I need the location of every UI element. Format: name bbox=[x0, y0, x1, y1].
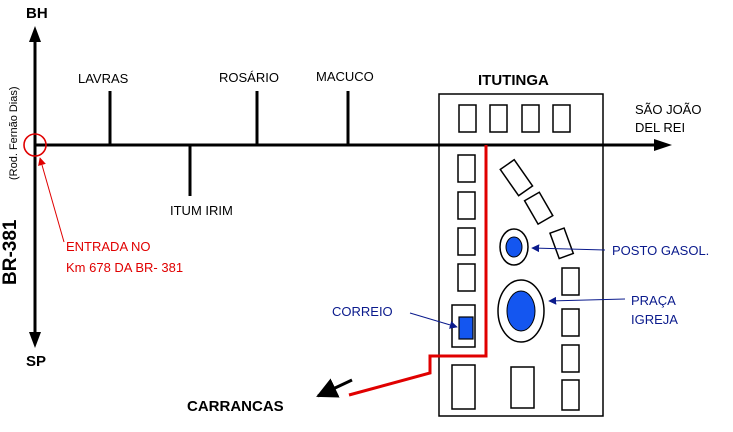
south-arrow-icon bbox=[29, 332, 41, 348]
highway-label: BR-381 bbox=[0, 219, 21, 285]
itum-irim-label: ITUM IRIM bbox=[170, 203, 233, 218]
praca-pointer bbox=[548, 296, 626, 305]
correio-label: CORREIO bbox=[332, 304, 393, 319]
del-rei-label: DEL REI bbox=[635, 120, 685, 135]
block bbox=[457, 263, 476, 292]
east-arrow-icon bbox=[654, 139, 672, 151]
block bbox=[457, 154, 476, 183]
posto-marker bbox=[505, 236, 523, 258]
itutinga-town bbox=[438, 93, 604, 417]
correio-pointer bbox=[409, 312, 458, 329]
block bbox=[489, 104, 508, 133]
block bbox=[561, 308, 580, 337]
north-arrow-icon bbox=[29, 26, 41, 42]
sao-joao-label: SÃO JOÃO bbox=[635, 102, 701, 117]
praca-label: PRAÇA bbox=[631, 293, 676, 308]
block bbox=[561, 344, 580, 373]
block bbox=[561, 267, 580, 296]
block bbox=[549, 227, 575, 260]
posto-outline bbox=[499, 228, 529, 266]
macuco-label: MACUCO bbox=[316, 69, 374, 84]
praca-outline bbox=[497, 279, 545, 343]
block bbox=[510, 366, 535, 409]
block bbox=[561, 379, 580, 411]
north-label: BH bbox=[26, 5, 48, 22]
correio-marker bbox=[458, 316, 474, 340]
block bbox=[457, 227, 476, 256]
block bbox=[523, 191, 554, 226]
praca-marker bbox=[506, 290, 536, 332]
igreja-label: IGREJA bbox=[631, 312, 678, 327]
junction-circle bbox=[23, 133, 47, 157]
block bbox=[451, 364, 476, 410]
highway-name-label: (Rod. Fernão Dias) bbox=[8, 86, 20, 180]
carrancas-arrow-icon bbox=[316, 378, 353, 398]
entrada-label: ENTRADA NO bbox=[66, 239, 151, 254]
block bbox=[458, 104, 477, 133]
block bbox=[499, 158, 534, 197]
route-path bbox=[348, 145, 488, 397]
rosario-label: ROSÁRIO bbox=[219, 70, 279, 85]
posto-label: POSTO GASOL. bbox=[612, 243, 709, 258]
carrancas-label: CARRANCAS bbox=[187, 398, 284, 415]
entrada-pointer bbox=[38, 157, 65, 243]
entrada-km-label: Km 678 DA BR- 381 bbox=[66, 260, 183, 275]
block bbox=[552, 104, 571, 133]
block bbox=[521, 104, 540, 133]
block bbox=[457, 191, 476, 220]
lavras-label: LAVRAS bbox=[78, 71, 129, 86]
south-label: SP bbox=[26, 353, 46, 370]
itutinga-label: ITUTINGA bbox=[478, 72, 549, 89]
posto-pointer bbox=[531, 244, 606, 253]
